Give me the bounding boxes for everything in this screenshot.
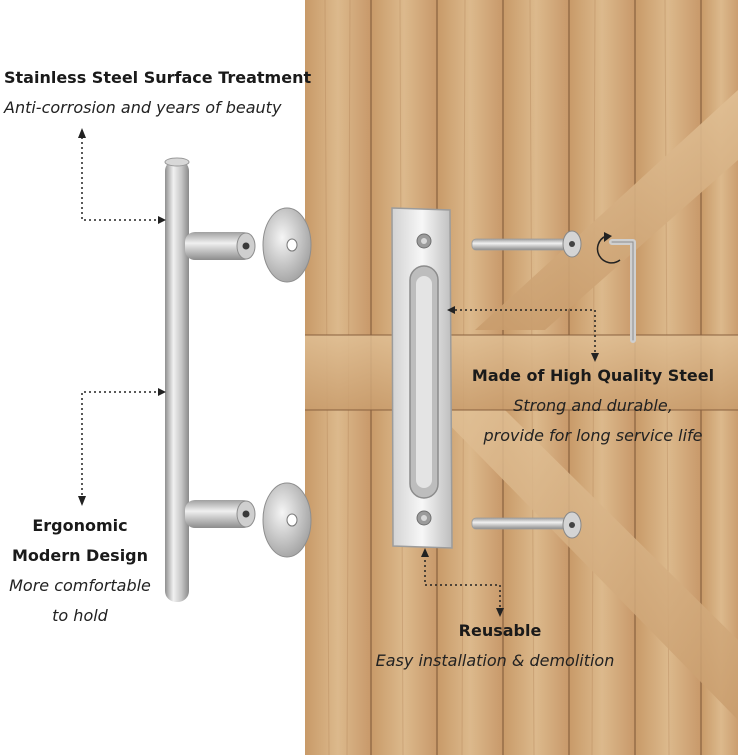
surface-treatment-desc: Anti-corrosion and years of beauty bbox=[4, 98, 282, 117]
reusable-title: Reusable bbox=[458, 621, 542, 640]
ergonomic-title-line2: Modern Design bbox=[11, 546, 149, 565]
steel-quality-desc-line1: Strong and durable, bbox=[513, 396, 673, 415]
ergonomic-desc-line2: to hold bbox=[52, 606, 108, 625]
barn-door-image bbox=[305, 0, 738, 755]
pull-handle bbox=[164, 157, 256, 602]
mounting-washer-top bbox=[262, 207, 312, 283]
mounting-washer-bottom bbox=[262, 482, 312, 558]
steel-quality-desc-line2: provide for long service life bbox=[483, 426, 703, 445]
reusable-desc: Easy installation & demolition bbox=[375, 651, 615, 670]
ergonomic-title-line1: Ergonomic bbox=[32, 516, 128, 535]
ergonomic-desc-line1: More comfortable bbox=[9, 576, 151, 595]
surface-treatment-title: Stainless Steel Surface Treatment bbox=[4, 68, 312, 87]
steel-quality-title: Made of High Quality Steel bbox=[471, 366, 715, 385]
